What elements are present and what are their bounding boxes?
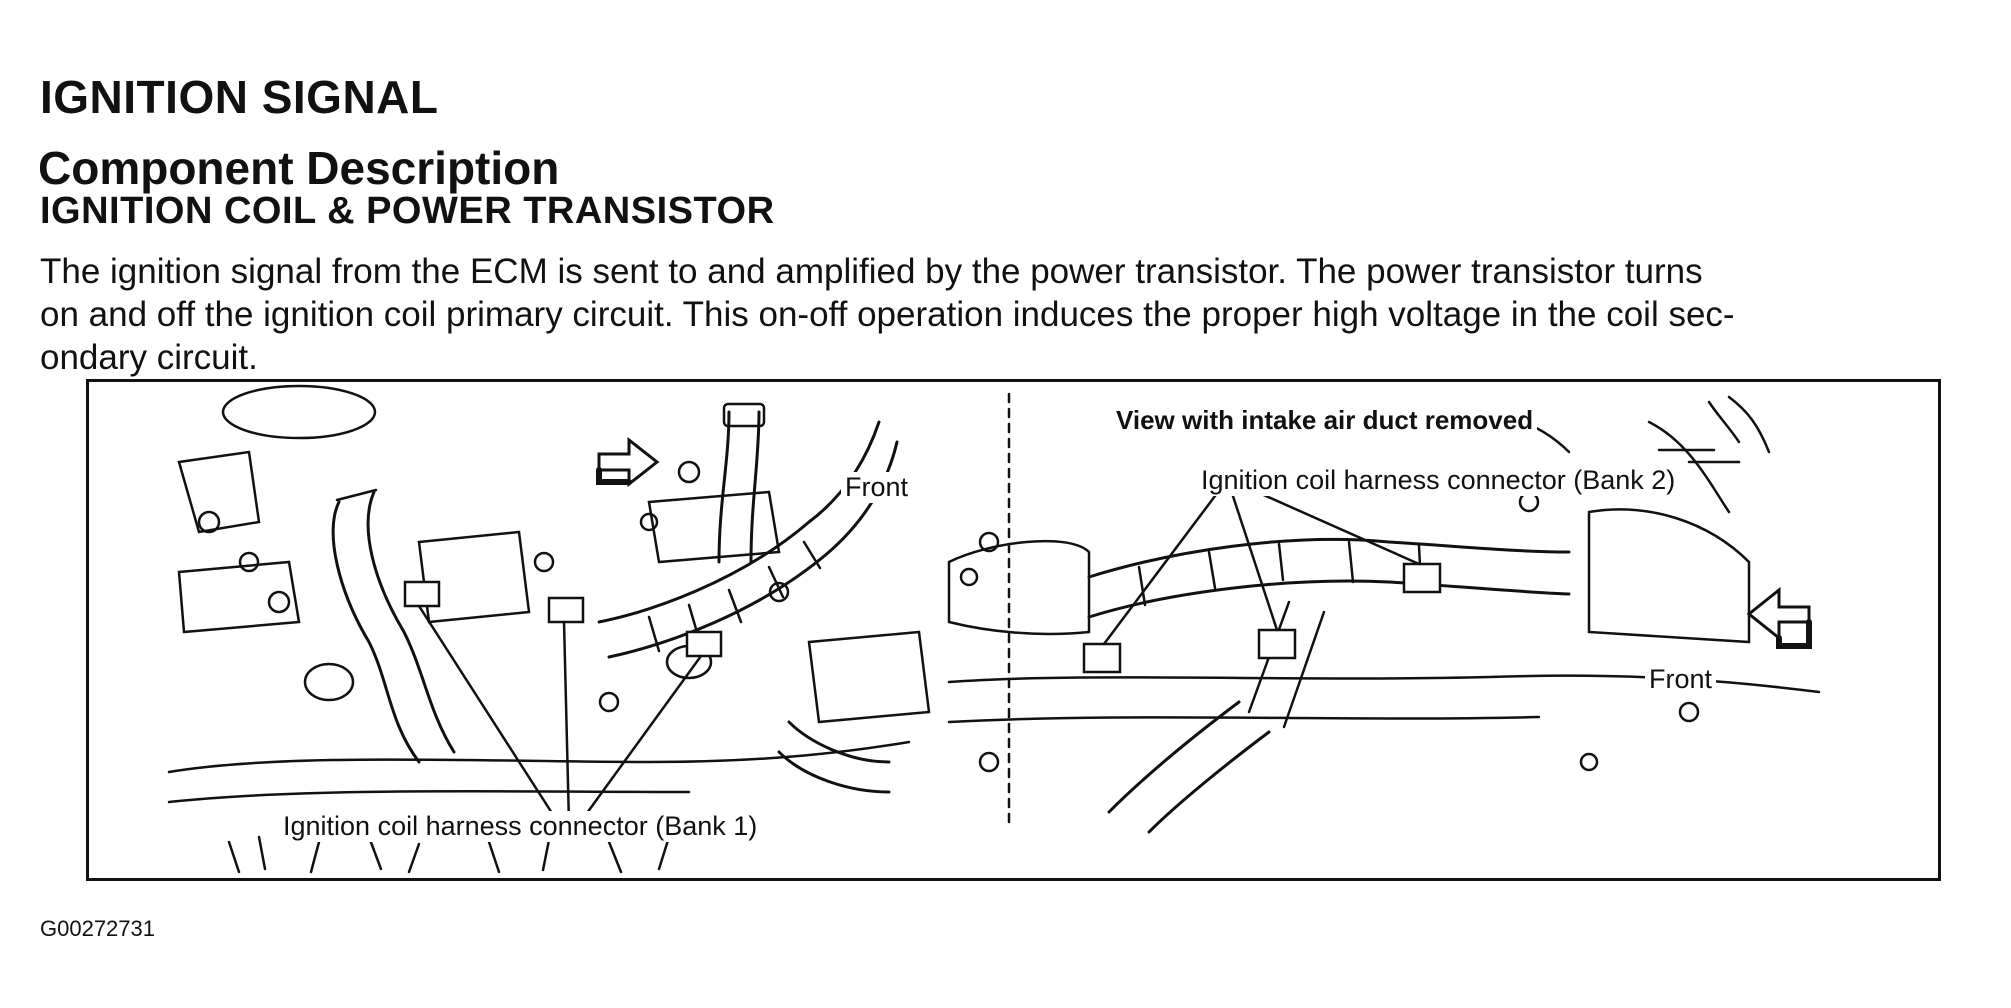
bank2-connector [1257,628,1297,660]
oval-part [221,384,377,440]
paragraph-line: The ignition signal from the ECM is sent… [40,252,1703,291]
figure-id: G00272731 [40,916,155,941]
front-arrow-icon [597,436,660,488]
engine-line-drawing [167,384,1821,874]
bank2-connector-label: Ignition coil harness connector (Bank 2) [1197,465,1680,496]
paragraph-line: ondary circuit. [40,338,258,377]
bank1-connector [685,630,723,658]
front-label-bank2: Front [1645,664,1717,695]
bank1-connector [547,596,585,624]
paragraph-line: on and off the ignition coil primary cir… [40,295,1735,334]
bank1-connector [403,580,441,608]
subsection-heading: IGNITION COIL & POWER TRANSISTOR [40,190,775,232]
bank2-connector [1402,562,1442,594]
engine-illustration-figure: Front Ignition coil harness connector (B… [86,379,1941,881]
page-title: IGNITION SIGNAL [40,71,439,123]
description-paragraph: The ignition signal from the ECM is sent… [40,250,2000,379]
front-arrow-icon [1746,586,1811,642]
front-label-bank1: Front [841,472,913,503]
bank1-connector-label: Ignition coil harness connector (Bank 1) [279,811,762,842]
bank2-connector [1082,642,1122,674]
view-note: View with intake air duct removed [1112,405,1538,436]
section-heading: Component Description [38,142,560,194]
